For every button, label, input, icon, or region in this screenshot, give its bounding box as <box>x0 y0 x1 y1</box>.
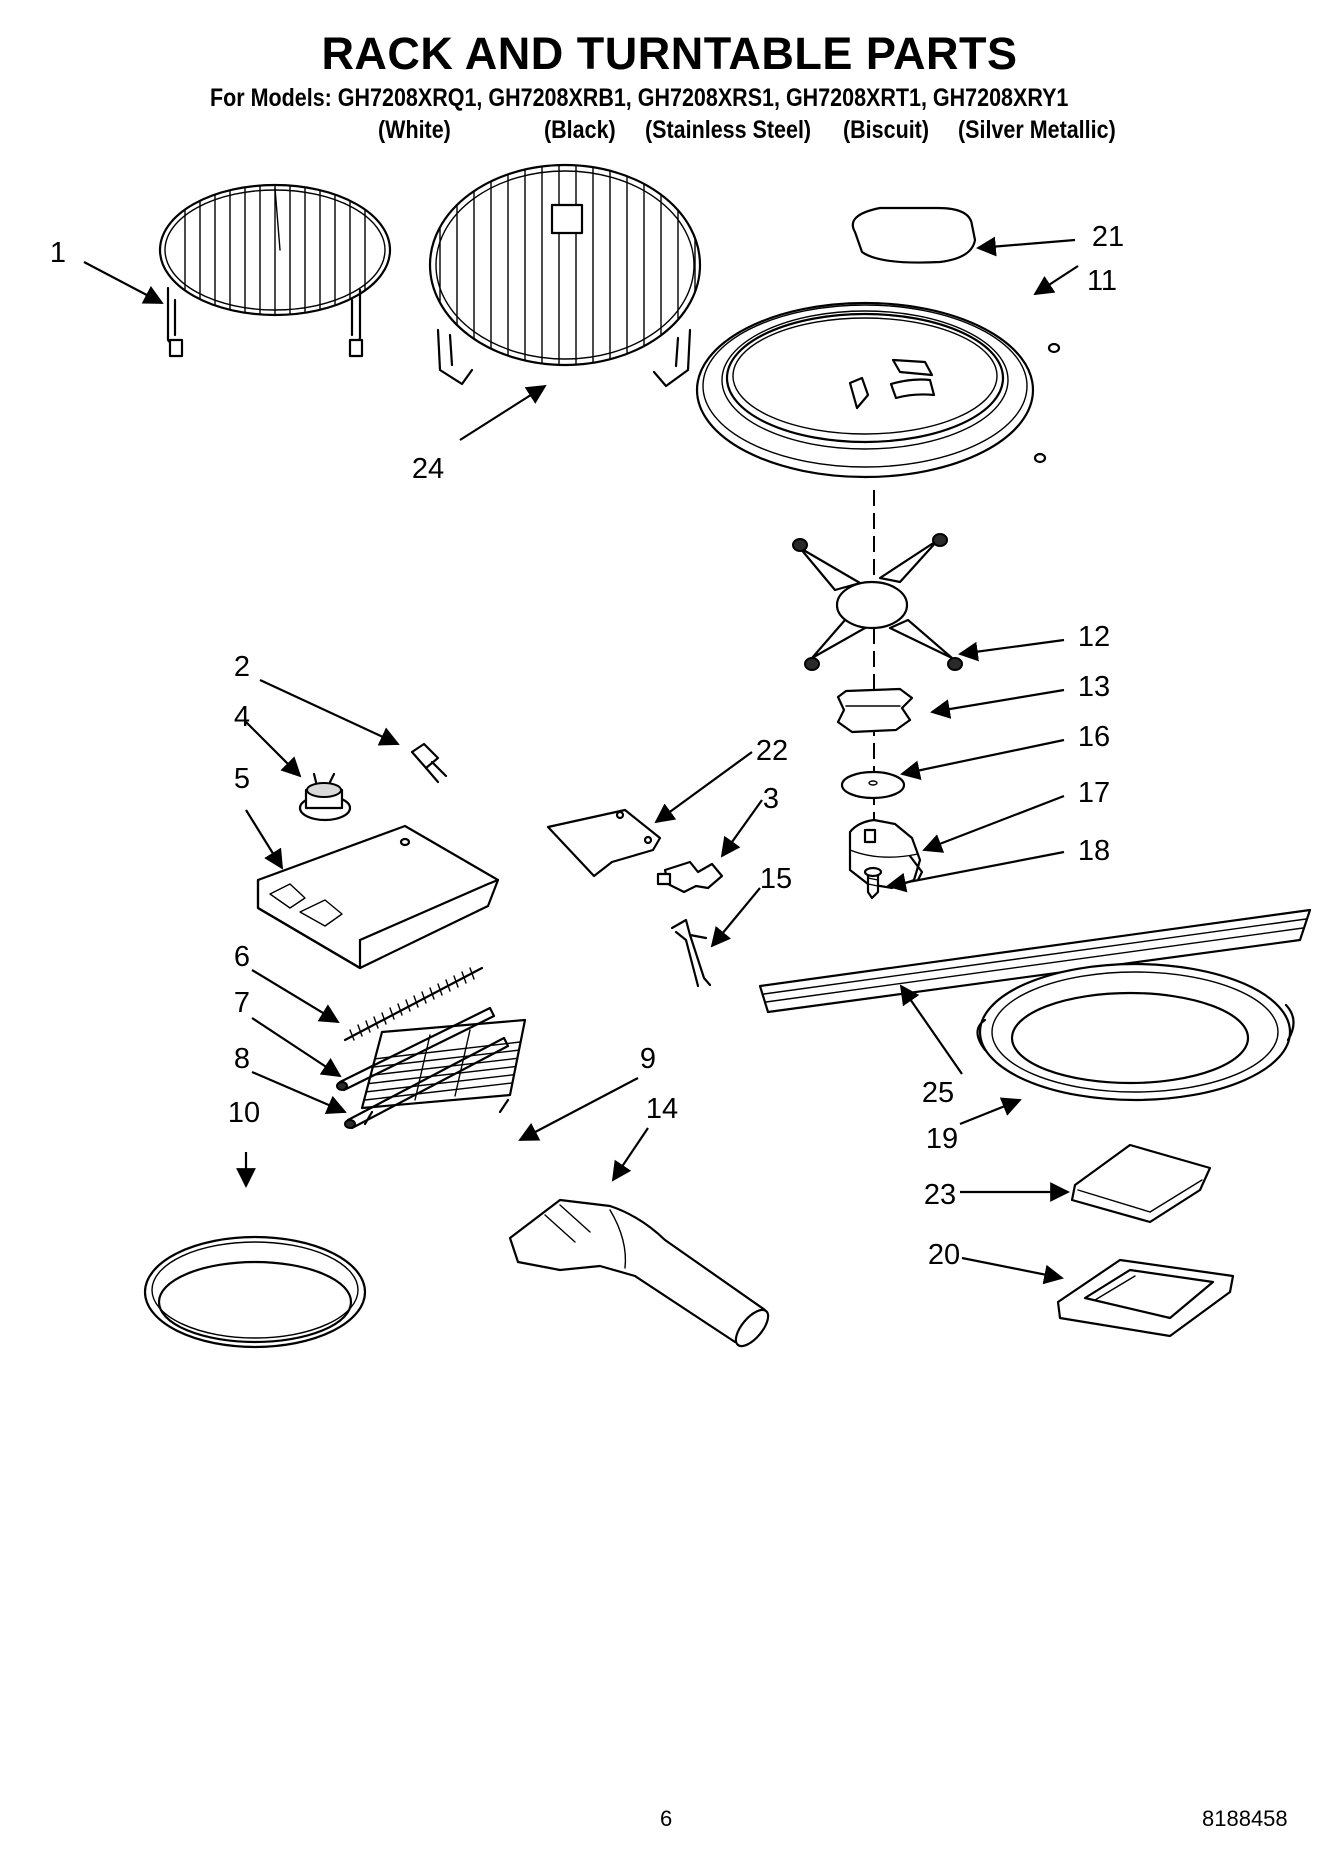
callout-20: 20 <box>928 1239 960 1271</box>
part-heater-cover <box>256 824 500 970</box>
part-round-pan <box>143 1235 367 1349</box>
callout-8: 8 <box>234 1043 250 1075</box>
part-turntable-cover <box>851 206 977 264</box>
part-handle <box>508 1198 770 1348</box>
callout-9: 9 <box>640 1043 656 1075</box>
callout-3: 3 <box>763 783 779 815</box>
callout-4: 4 <box>234 701 250 733</box>
variant-silver-metallic: (Silver Metallic) <box>958 116 1116 144</box>
callout-21: 21 <box>1092 221 1124 253</box>
callout-5: 5 <box>234 763 250 795</box>
variant-black: (Black) <box>544 116 616 144</box>
callout-25: 25 <box>922 1077 954 1109</box>
part-small-wire-rack <box>158 183 392 358</box>
part-large-wire-rack <box>428 163 702 388</box>
variant-white: (White) <box>378 116 451 144</box>
part-washer <box>840 770 906 800</box>
part-thermostat <box>298 772 352 822</box>
part-glass-turntable <box>695 301 1061 479</box>
callout-24: 24 <box>412 453 444 485</box>
callout-11: 11 <box>1087 265 1117 297</box>
part-roller-support <box>792 533 963 671</box>
page-title: RACK AND TURNTABLE PARTS <box>321 28 1018 79</box>
callout-22: 22 <box>756 735 788 767</box>
callout-23: 23 <box>924 1179 956 1211</box>
part-trim-strip <box>758 908 1312 1014</box>
part-bracket <box>670 918 712 988</box>
part-oval-crisper-pan <box>976 962 1295 1102</box>
callout-leaders <box>83 236 1079 1285</box>
callout-18: 18 <box>1078 835 1110 867</box>
page-number: 6 <box>660 1806 673 1831</box>
part-turntable-motor <box>848 818 924 890</box>
part-tray-frame <box>1056 1258 1235 1338</box>
part-waveguide-cover <box>546 808 662 878</box>
callout-16: 16 <box>1078 721 1110 753</box>
document-number: 8188458 <box>1202 1806 1288 1831</box>
callout-13: 13 <box>1078 671 1110 703</box>
variant-stainless-steel: (Stainless Steel) <box>645 116 812 144</box>
part-switch <box>656 860 724 894</box>
part-heater-grid <box>360 1018 527 1126</box>
callout-2: 2 <box>234 651 250 683</box>
part-heater-element <box>336 1006 496 1092</box>
callout-6: 6 <box>234 941 250 973</box>
part-fuse <box>410 742 448 784</box>
callout-labels: 1 2 3 4 5 6 7 8 9 10 11 12 13 14 15 16 1… <box>50 221 1124 1271</box>
variant-biscuit: (Biscuit) <box>843 116 929 144</box>
callout-19: 19 <box>926 1123 958 1155</box>
part-pad <box>1070 1143 1212 1224</box>
callout-17: 17 <box>1078 777 1110 809</box>
part-screw <box>863 866 883 900</box>
part-coupler <box>836 687 914 734</box>
callout-1: 1 <box>50 237 66 269</box>
models-line: For Models: GH7208XRQ1, GH7208XRB1, GH72… <box>210 84 1069 112</box>
callout-7: 7 <box>234 987 250 1019</box>
callout-14: 14 <box>646 1093 678 1125</box>
callout-10: 10 <box>228 1097 260 1129</box>
callout-12: 12 <box>1078 621 1110 653</box>
callout-15: 15 <box>760 863 792 895</box>
part-heater-reflector <box>343 966 484 1042</box>
